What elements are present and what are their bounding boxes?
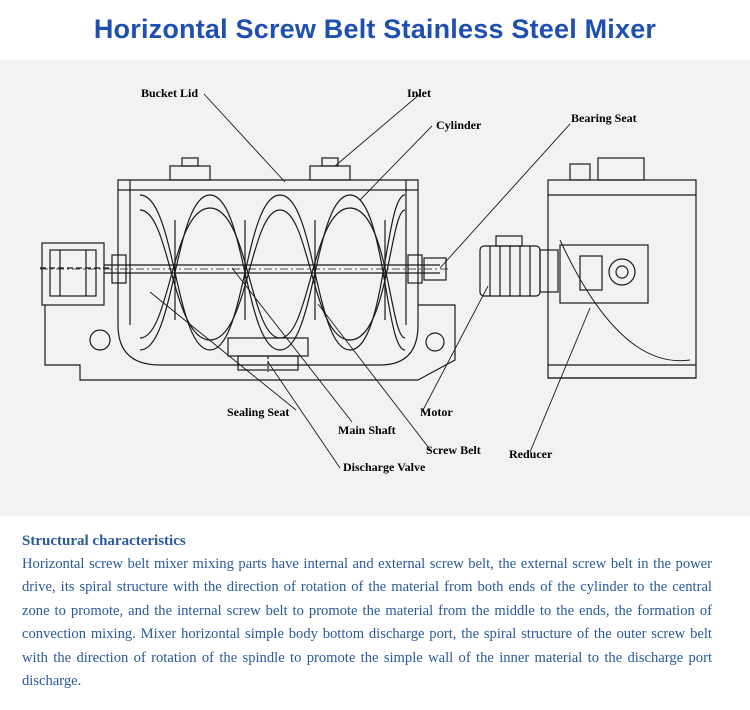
inlet-left bbox=[169, 165, 211, 181]
label-screw-belt: Screw Belt bbox=[426, 443, 481, 457]
page-title: Horizontal Screw Belt Stainless Steel Mi… bbox=[93, 14, 657, 44]
left-sealing-seat bbox=[111, 254, 127, 284]
bearing-seat bbox=[423, 257, 447, 281]
left-drive-block bbox=[41, 242, 105, 306]
description: Structural characteristics Horizontal sc… bbox=[22, 533, 712, 693]
label-sealing-seat: Sealing Seat bbox=[227, 405, 289, 419]
right-foot-bolt bbox=[425, 332, 445, 352]
label-cylinder: Cylinder bbox=[436, 118, 482, 132]
label-bearing-seat: Bearing Seat bbox=[571, 111, 637, 125]
reducer bbox=[559, 244, 649, 304]
label-main-shaft: Main Shaft bbox=[338, 423, 396, 437]
left-foot-bolt bbox=[89, 329, 111, 351]
side-view bbox=[547, 157, 697, 379]
leader-lines bbox=[149, 93, 591, 469]
discharge-valve bbox=[227, 337, 309, 357]
description-body: Horizontal screw belt mixer mixing parts… bbox=[22, 556, 712, 690]
label-discharge-valve: Discharge Valve bbox=[343, 460, 426, 474]
label-bucket-lid: Bucket Lid bbox=[141, 86, 198, 100]
outer-screw-belt bbox=[139, 194, 406, 351]
trough bbox=[117, 179, 419, 366]
label-inlet: Inlet bbox=[407, 86, 431, 100]
description-heading: Structural characteristics bbox=[22, 533, 186, 549]
inlet-right bbox=[309, 165, 351, 181]
mixer-front-view bbox=[40, 157, 456, 381]
diagram-panel: Bucket Lid Inlet Cylinder Bearing Seat S… bbox=[0, 60, 750, 516]
label-motor: Motor bbox=[420, 405, 453, 419]
mixer-diagram: Bucket Lid Inlet Cylinder Bearing Seat S… bbox=[40, 86, 697, 474]
motor bbox=[479, 235, 559, 297]
side-housing bbox=[547, 179, 697, 379]
label-reducer: Reducer bbox=[509, 447, 553, 461]
right-sealing-seat bbox=[407, 254, 423, 284]
